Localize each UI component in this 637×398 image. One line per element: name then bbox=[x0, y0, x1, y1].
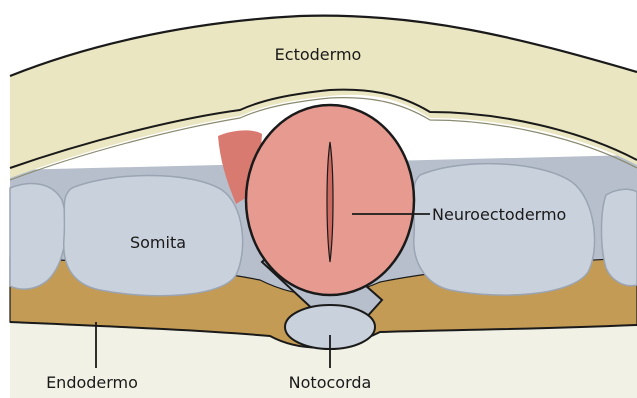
endoderm-label: Endodermo bbox=[46, 373, 138, 392]
neuroectoderm-label: Neuroectodermo bbox=[432, 205, 566, 224]
somite-right-small bbox=[602, 189, 637, 285]
ectoderm-label: Ectodermo bbox=[275, 45, 362, 64]
notochord-label: Notocorda bbox=[289, 373, 372, 392]
neural-canal bbox=[327, 142, 333, 262]
somite-label: Somita bbox=[130, 233, 186, 252]
somite-right bbox=[413, 164, 594, 295]
